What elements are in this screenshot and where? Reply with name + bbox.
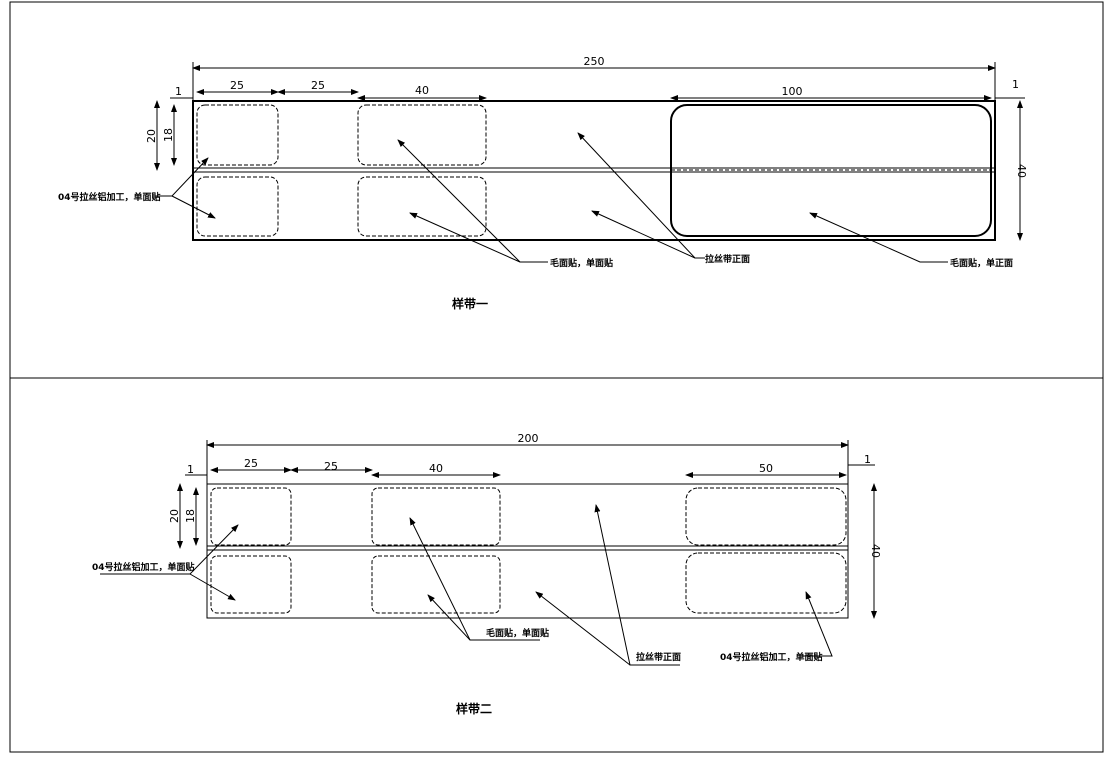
large-cutout — [685, 487, 847, 546]
dim-left-margin: 1 — [175, 85, 182, 98]
label-strip-front: 拉丝带正面 — [636, 651, 681, 663]
dim-half-height: 20 — [168, 509, 181, 523]
dim-right-margin: 1 — [864, 453, 871, 466]
dim-total: 200 — [518, 432, 539, 445]
dim-box1: 25 — [230, 79, 244, 92]
frame-border — [9, 1, 1104, 753]
dim-half-height: 20 — [145, 129, 158, 143]
cutout-box — [357, 176, 487, 237]
dim-box2: 40 — [429, 462, 443, 475]
strip-outline — [192, 100, 996, 241]
dim-right-margin: 1 — [1012, 78, 1019, 91]
cutout-box — [210, 555, 292, 614]
dim-total-height: 40 — [1015, 164, 1028, 178]
large-cutout — [685, 552, 847, 614]
dim-total-height: 40 — [869, 544, 882, 558]
dim-gap: 25 — [324, 460, 338, 473]
label-matte-front: 毛面贴，单正面 — [950, 257, 1013, 269]
drawing-1: 250 1 25 25 40 100 1 20 18 40 04号拉丝铝加工，单… — [58, 55, 1028, 311]
strip-outline — [206, 483, 849, 619]
label-brushed: 04号拉丝铝加工，单面贴 — [58, 191, 161, 203]
cutout-box — [371, 487, 501, 546]
dim-total: 250 — [584, 55, 605, 68]
drawing-title: 样带一 — [452, 296, 488, 311]
label-matte: 毛面贴，单面贴 — [550, 257, 613, 269]
dim-box-height: 18 — [162, 128, 175, 142]
label-brushed: 04号拉丝铝加工，单面贴 — [92, 561, 195, 573]
dim-box3: 100 — [782, 85, 803, 98]
label-strip-front: 拉丝带正面 — [705, 253, 750, 265]
label-matte: 毛面贴，单面贴 — [486, 627, 549, 639]
dim-box3: 50 — [759, 462, 773, 475]
cutout-box — [196, 104, 279, 166]
drawing-title: 样带二 — [456, 701, 492, 716]
cutout-box — [196, 176, 279, 237]
dim-box1: 25 — [244, 457, 258, 470]
cutout-box — [357, 104, 487, 166]
drawing-2: 200 1 25 25 40 50 1 20 18 40 04号拉丝铝加工，单面… — [92, 432, 882, 716]
dim-left-margin: 1 — [187, 463, 194, 476]
dim-gap: 25 — [311, 79, 325, 92]
cutout-box — [210, 487, 292, 546]
cutout-box — [371, 555, 501, 614]
dim-box-height: 18 — [184, 509, 197, 523]
dim-box2: 40 — [415, 84, 429, 97]
label-brushed-right: 04号拉丝铝加工，单面贴 — [720, 651, 823, 663]
